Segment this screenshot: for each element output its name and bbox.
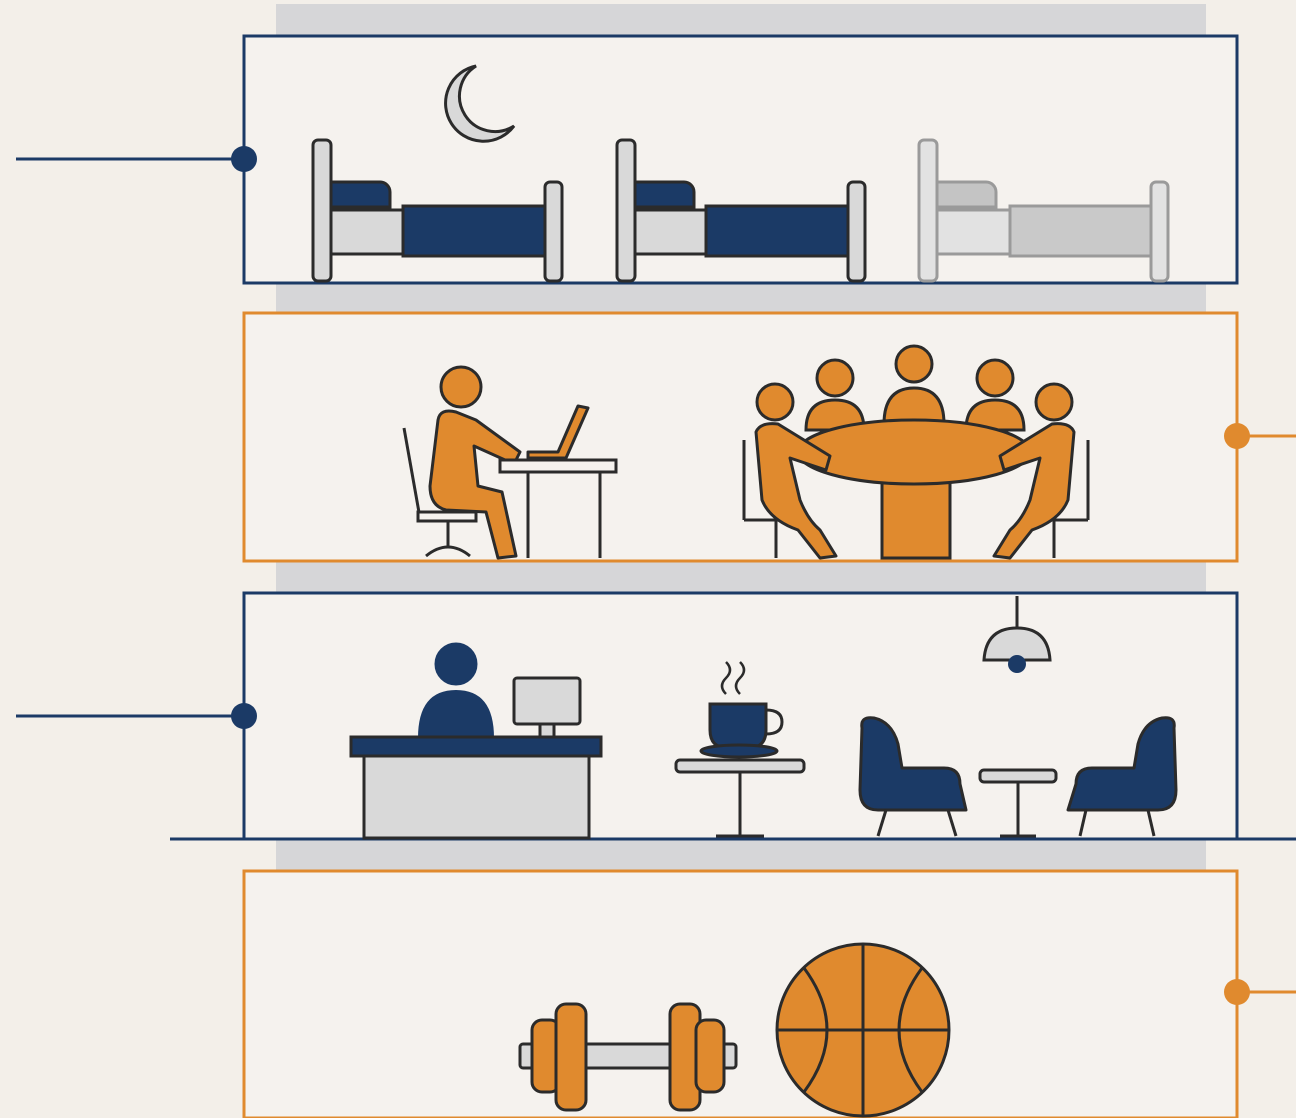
pendant-lamp-icon	[982, 596, 1052, 673]
floor-lobby	[16, 591, 1296, 841]
bed-icon-empty	[917, 138, 1170, 283]
person-laptop-icon	[402, 365, 618, 560]
computer-monitor-icon	[512, 676, 582, 739]
moon-icon	[444, 64, 516, 143]
slab-1	[276, 283, 1206, 313]
floor-sleeping	[16, 34, 1239, 285]
roof-slab	[276, 4, 1206, 38]
connector-dot	[231, 146, 257, 172]
bed-icon	[311, 138, 564, 283]
floor-frame	[242, 869, 1239, 1118]
meeting-table-icon	[742, 344, 1090, 560]
basketball-icon	[775, 942, 951, 1118]
floor-gym	[242, 869, 1296, 1118]
side-table-icon	[978, 768, 1058, 838]
connector-dot	[1224, 979, 1250, 1005]
bed-icon	[615, 138, 867, 283]
reception-desk-icon	[349, 642, 603, 840]
connector-dot	[1224, 423, 1250, 449]
floor-frame	[242, 311, 1239, 563]
armchair-icon	[858, 716, 968, 837]
floor-workspace	[242, 311, 1296, 563]
connector-dot	[231, 703, 257, 729]
cafe-table-icon	[674, 758, 806, 838]
slab-3	[276, 839, 1206, 871]
coffee-cup-icon	[699, 661, 784, 759]
slab-2	[276, 561, 1206, 593]
dumbbell-icon	[518, 1002, 738, 1112]
armchair-icon	[1066, 716, 1178, 837]
